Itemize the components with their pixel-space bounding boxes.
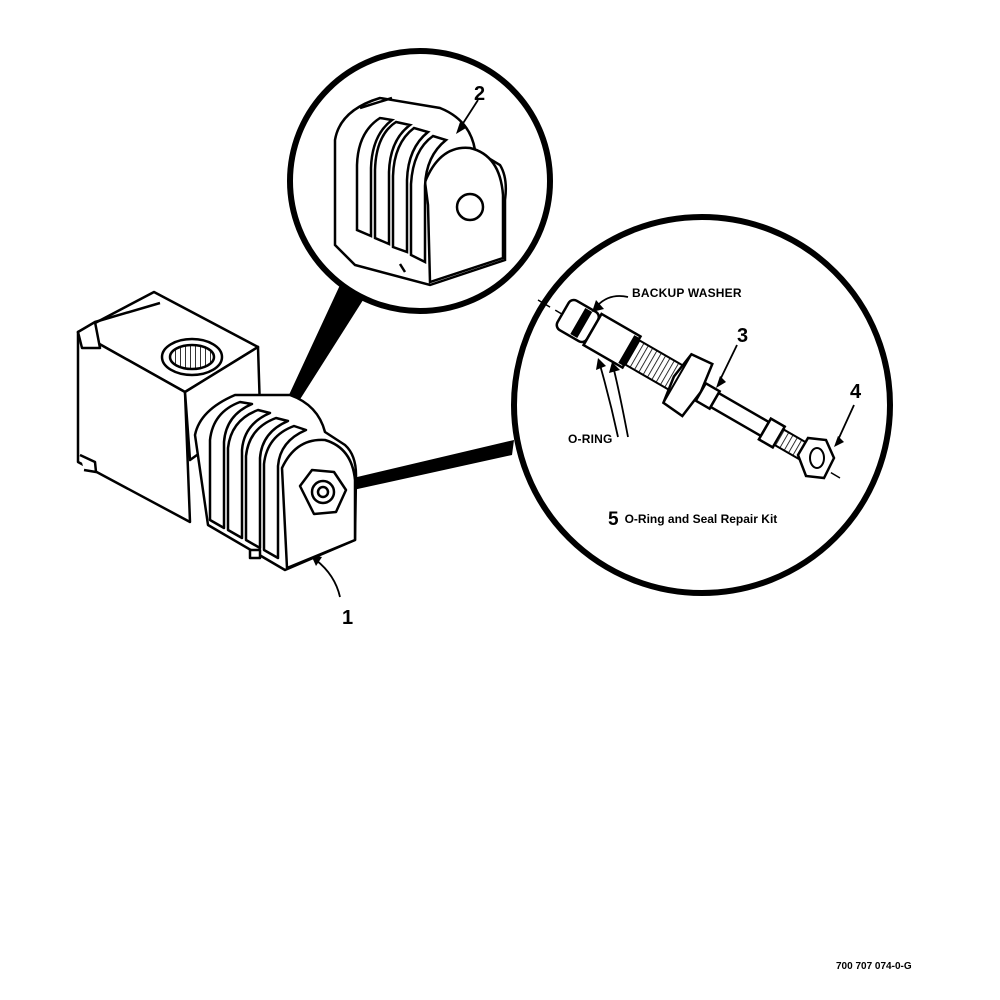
callout-5: 5 xyxy=(608,509,619,530)
callout-3: 3 xyxy=(737,325,749,347)
coil-drawing xyxy=(333,96,508,287)
callout-2: 2 xyxy=(474,83,486,105)
label-backup-washer: BACKUP WASHER xyxy=(632,286,742,300)
detail-connector-top xyxy=(282,285,365,412)
lock-nut xyxy=(796,436,836,480)
valve-cartridge xyxy=(555,298,823,469)
repair-kit-caption: 5 O-Ring and Seal Repair Kit xyxy=(608,510,777,529)
repair-kit-detail-circle xyxy=(311,99,893,598)
figure-number: 700 707 074-0-G xyxy=(836,961,912,972)
leader-lines xyxy=(315,99,855,598)
label-o-ring: O-RING xyxy=(568,432,613,446)
repair-kit-label: O-Ring and Seal Repair Kit xyxy=(624,512,778,526)
valve-body-front xyxy=(76,330,192,524)
callout-4: 4 xyxy=(850,381,862,403)
solenoid-valve-assembly xyxy=(76,290,358,572)
detail-connector-right xyxy=(353,440,514,490)
callout-1: 1 xyxy=(342,607,354,629)
coil-detail-circle xyxy=(282,48,553,412)
